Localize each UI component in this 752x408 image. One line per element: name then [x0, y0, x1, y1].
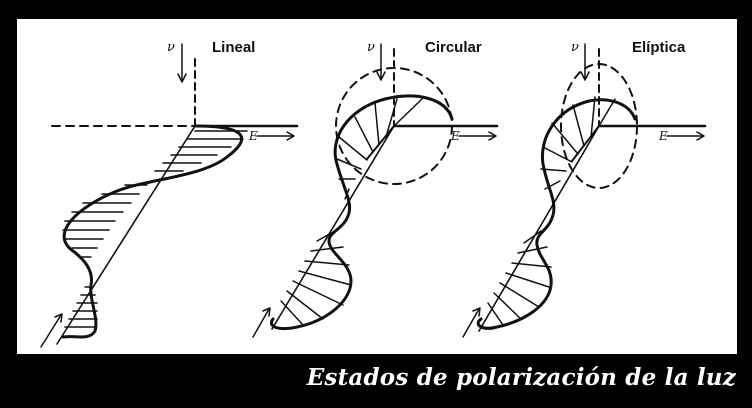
- linear-wave-curve: [61, 124, 244, 339]
- circular-diagonal: [366, 125, 395, 160]
- panel-label-circular: Circular: [425, 39, 482, 56]
- polarization-diagram: ν E: [40, 40, 707, 348]
- elliptical-hatching: [487, 96, 616, 326]
- elliptical-nu-arrow: ν: [571, 40, 590, 81]
- svg-text:ν: ν: [571, 40, 579, 55]
- circular-e-arrow: E: [450, 129, 497, 143]
- svg-text:E: E: [450, 129, 460, 143]
- elliptical-propagation-axis: [478, 125, 600, 332]
- linear-polarization-group: ν E: [40, 40, 299, 348]
- linear-corner-arrow: [40, 313, 63, 348]
- circular-propagation-axis: [271, 125, 395, 330]
- linear-propagation-axis: [56, 125, 196, 345]
- svg-text:ν: ν: [367, 40, 375, 55]
- elliptical-e-arrow: E: [658, 129, 705, 143]
- elliptical-diagonal: [571, 125, 600, 162]
- svg-text:ν: ν: [167, 40, 175, 55]
- circular-hatching: [280, 98, 423, 326]
- panel-label-eliptica: Elíptica: [632, 39, 686, 56]
- panel-label-lineal: Lineal: [212, 39, 256, 56]
- circular-wave-curve: [270, 94, 454, 331]
- linear-e-arrow: E: [248, 129, 295, 143]
- circular-polarization-group: ν E: [252, 40, 499, 338]
- svg-text:E: E: [248, 129, 258, 143]
- linear-nu-arrow: ν: [167, 40, 187, 83]
- circular-corner-arrow: [252, 307, 271, 338]
- caption-title: Estados de polarización de la luz: [306, 364, 736, 391]
- figure-panel: ν E: [17, 19, 737, 354]
- elliptical-wave-curve: [476, 98, 637, 330]
- elliptical-corner-arrow: [462, 307, 481, 338]
- elliptical-polarization-group: ν E: [462, 40, 707, 338]
- circular-nu-arrow: ν: [367, 40, 386, 81]
- svg-text:E: E: [658, 129, 668, 143]
